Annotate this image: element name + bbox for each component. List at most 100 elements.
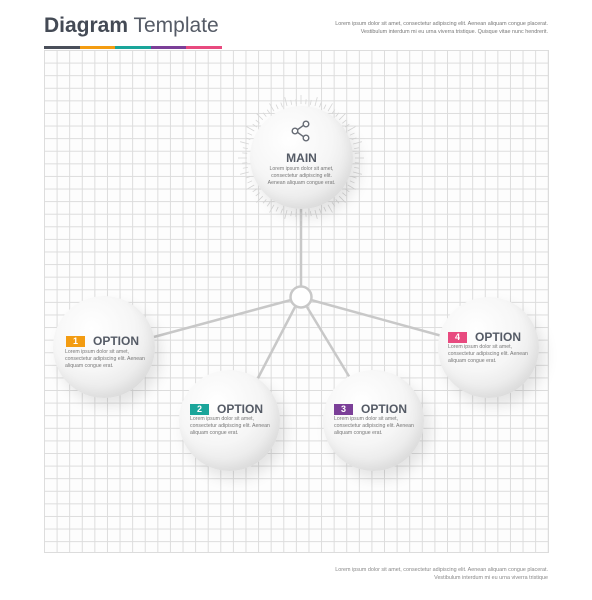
main-node: MAIN Lorem ipsum dolor sit amet, consect… [250,106,353,209]
sunburst-tick [349,132,355,136]
sunburst-tick [242,166,248,169]
option-2-description: Lorem ipsum dolor sit amet, consectetur … [190,416,270,436]
sunburst-tick [256,195,264,203]
footer-description: Lorem ipsum dolor sit amet, consectetur … [335,567,548,581]
sunburst-tick [347,184,356,190]
connector-option-1 [149,298,292,340]
sunburst-tick [335,112,340,117]
option-4-title: OPTION [475,330,522,344]
sunburst-tick [284,97,288,106]
sunburst-tick [266,202,271,207]
sunburst-tick [309,99,312,105]
option-3-description: Lorem ipsum dolor sit amet, consectetur … [334,416,414,436]
main-description: Lorem ipsum dolor sit amet, consectetur … [267,166,336,186]
sunburst-tick [242,147,248,150]
sunburst-tick [255,119,260,124]
sunburst-tick [354,166,360,169]
sunburst-tick [275,206,279,212]
sunburst-tick [354,147,360,150]
option-1-badge: 1 [66,335,85,347]
sunburst-tick [338,195,346,203]
option-2-badge: 2 [190,403,209,415]
sunburst-tick [349,180,355,184]
sunburst-tick [245,137,251,140]
option-1-header: 1 OPTION [66,334,168,348]
option-node-3: 3 OPTION Lorem ipsum dolor sit amet, con… [323,370,424,471]
option-node-1: 1 OPTION Lorem ipsum dolor sit amet, con… [53,296,155,398]
option-3-header: 3 OPTION [334,402,435,416]
sunburst-tick [331,202,336,207]
sunburst-tick [262,112,267,117]
sunburst-tick [275,104,279,110]
sunburst-tick [290,211,293,217]
sunburst-tick [240,141,249,145]
sunburst-tick [266,109,271,114]
option-2-header: 2 OPTION [190,402,291,416]
color-bar-segment [79,46,116,49]
option-node-2: 2 OPTION Lorem ipsum dolor sit amet, con… [179,370,280,471]
sunburst-tick [246,126,255,132]
sunburst-tick [327,204,333,213]
sunburst-tick [290,99,293,105]
sunburst-tick [246,184,255,190]
color-bar-segment [44,46,80,49]
color-bar-segment [150,46,187,49]
option-4-description: Lorem ipsum dolor sit amet, consectetur … [448,344,528,364]
title-light: Template [133,14,219,37]
sunburst-tick [323,104,327,110]
option-4-badge: 4 [448,331,467,343]
connector-option-3 [305,306,352,379]
color-bar-segment [115,46,151,49]
connector-option-4 [310,298,443,338]
main-title: MAIN [286,151,317,165]
sunburst-tick [314,97,318,106]
title-bold: Diagram [44,14,129,37]
main-sunburst [238,95,364,221]
sunburst-tick [342,192,347,197]
option-4-header: 4 OPTION [448,330,549,344]
option-2-title: OPTION [217,402,264,416]
title-color-bar [44,46,222,49]
sunburst-tick [351,176,357,179]
header-description: Lorem ipsum dolor sit amet, consectetur … [335,21,548,35]
sunburst-tick [262,199,267,204]
sunburst-tick [256,113,264,121]
sunburst-tick [280,208,283,214]
page-title: Diagram Template [44,14,219,38]
sunburst-tick [247,132,253,136]
sunburst-tick [335,199,340,204]
option-3-title: OPTION [361,402,408,416]
sunburst-tick [353,171,362,175]
sunburst-tick [331,109,336,114]
sunburst-tick [309,211,312,217]
sunburst-tick [252,123,257,128]
option-3-badge: 3 [334,403,353,415]
option-1-title: OPTION [93,334,140,348]
sunburst-tick [323,206,327,212]
sunburst-tick [284,210,288,219]
sunburst-tick [269,103,275,112]
sunburst-tick [252,188,257,193]
option-1-description: Lorem ipsum dolor sit amet, consectetur … [65,349,145,369]
sunburst-tick [338,113,346,121]
sunburst-tick [353,141,362,145]
sunburst-tick [255,192,260,197]
sunburst-tick [269,204,275,213]
sunburst-tick [351,137,357,140]
sunburst-tick [319,102,322,108]
sunburst-tick [240,171,249,175]
sunburst-tick [245,176,251,179]
sunburst-tick [247,180,253,184]
color-bar-segment [186,46,222,49]
sunburst-tick [345,188,350,193]
sunburst-tick [342,119,347,124]
sunburst-tick [314,210,318,219]
connector-option-2 [256,306,297,379]
share-icon [291,120,310,142]
hub-circle [289,285,313,309]
sunburst-tick [319,208,322,214]
sunburst-tick [327,103,333,112]
option-node-4: 4 OPTION Lorem ipsum dolor sit amet, con… [438,297,539,398]
sunburst-tick [280,102,283,108]
sunburst-tick [345,123,350,128]
